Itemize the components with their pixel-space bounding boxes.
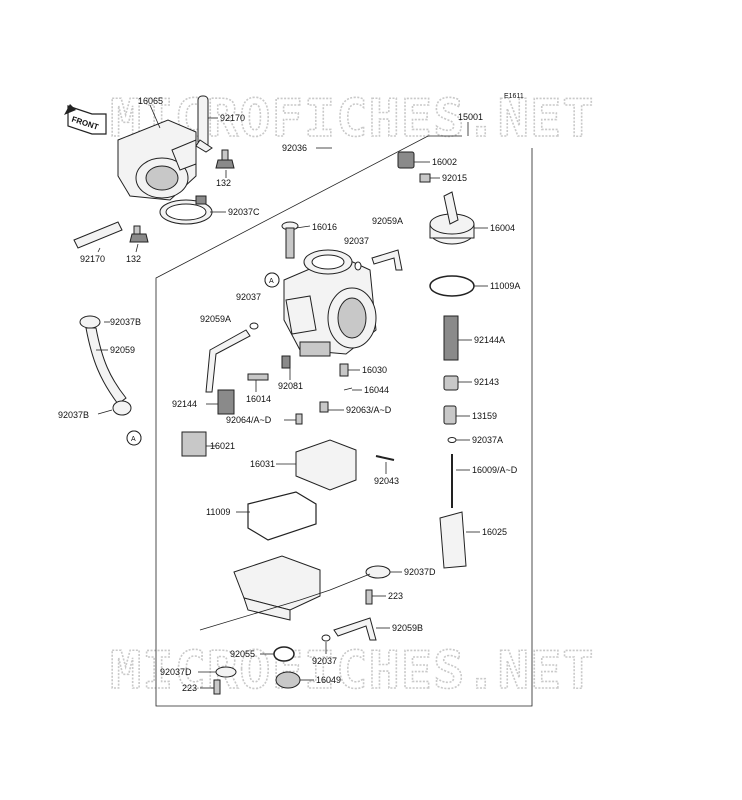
svg-text:A: A: [269, 278, 274, 285]
watermark-bottom: MICROFICHES.NET: [110, 641, 595, 701]
assembly-frame: [155, 135, 533, 707]
clip-92037d-right: [365, 565, 391, 579]
label-92144a: 92144A: [474, 335, 505, 345]
label-92081: 92081: [278, 381, 303, 391]
part-92037-bottom: [321, 634, 331, 642]
label-16002: 16002: [432, 157, 457, 167]
label-92144: 92144: [172, 399, 197, 409]
label-132-bottom: 132: [126, 254, 141, 264]
label-92170-top: 92170: [220, 113, 245, 123]
label-92015: 92015: [442, 173, 467, 183]
label-15001: 15001: [458, 112, 483, 122]
pin-92043: [375, 455, 395, 461]
label-92143: 92143: [474, 377, 499, 387]
bolt-132-top: [215, 149, 235, 169]
label-13159: 13159: [472, 411, 497, 421]
label-16004: 16004: [490, 223, 515, 233]
plug-16049: [275, 671, 301, 689]
callout-a-body: A: [264, 272, 280, 288]
clip-92037a: [447, 437, 457, 443]
part-92015: [419, 173, 431, 183]
label-16009: 16009/A~D: [472, 465, 518, 475]
label-16031: 16031: [250, 459, 275, 469]
label-92037b-bottom: 92037B: [58, 410, 89, 420]
label-92037-a: 92037: [344, 236, 369, 246]
hose-92059: [79, 315, 142, 446]
label-92055: 92055: [230, 649, 255, 659]
part-13159: [443, 405, 457, 425]
spring-16002: [397, 151, 415, 169]
label-92037-c: 92037: [312, 656, 337, 666]
label-92043: 92043: [374, 476, 399, 486]
label-92037c: 92037C: [228, 207, 260, 217]
label-92059b: 92059B: [392, 623, 423, 633]
label-16021: 16021: [210, 441, 235, 451]
gasket-11009: [247, 491, 317, 541]
part-16016: [281, 221, 299, 259]
label-16044: 16044: [364, 385, 389, 395]
label-16065: 16065: [138, 96, 163, 106]
label-16016: 16016: [312, 222, 337, 232]
label-223-right: 223: [388, 591, 403, 601]
clamp-92037c: [159, 195, 213, 225]
label-92059a-left: 92059A: [200, 314, 231, 324]
label-223-left: 223: [182, 683, 197, 693]
label-92037d-right: 92037D: [404, 567, 436, 577]
screw-223-right: [365, 589, 373, 605]
bracket-92170-bottom: [73, 221, 123, 249]
part-92143: [443, 375, 459, 391]
label-92063: 92063/A~D: [346, 405, 392, 415]
label-92036: 92036: [282, 143, 307, 153]
label-11009: 11009: [206, 507, 230, 517]
part-92037-small: [249, 261, 362, 330]
hose-92059a-top: [371, 249, 403, 271]
carburetor-body: [264, 249, 377, 357]
float-16031: [295, 439, 357, 491]
throttle-valve-16025: [439, 511, 467, 569]
bolt-132-bottom: [129, 225, 149, 243]
oring-92055: [273, 646, 295, 662]
diagram-code: E1611: [504, 93, 524, 100]
hose-92059a-left: [205, 329, 251, 393]
label-132-top: 132: [216, 178, 231, 188]
front-arrow-icon: FRONT: [64, 104, 107, 135]
label-92037-b: 92037: [236, 292, 261, 302]
callout-a-hose: A: [126, 430, 142, 446]
spring-92144a: [443, 315, 459, 361]
label-16049: 16049: [316, 675, 341, 685]
label-92037a: 92037A: [472, 435, 503, 445]
float-bowl: [233, 555, 321, 621]
label-16030: 16030: [362, 365, 387, 375]
hose-92059b: [333, 617, 377, 641]
label-92064: 92064/A~D: [226, 415, 272, 425]
label-92059a-top: 92059A: [372, 216, 403, 226]
label-92170-bottom: 92170: [80, 254, 105, 264]
label-92037b-top: 92037B: [110, 317, 141, 327]
cap-16004: [429, 191, 475, 245]
svg-text:A: A: [131, 436, 136, 443]
label-92059: 92059: [110, 345, 135, 355]
label-16025: 16025: [482, 527, 507, 537]
leader-lines: [96, 104, 488, 689]
part-labels: 16065 92170 132 92037C 92170 132 92036 1…: [58, 96, 520, 693]
label-16014: 16014: [246, 394, 271, 404]
bracket-92170-top: [195, 95, 213, 153]
label-11009a: 11009A: [490, 281, 520, 291]
screw-223-left: [213, 679, 221, 695]
oring-11009a: [429, 275, 475, 297]
intake-holder-16065: [117, 119, 197, 201]
clip-92037d-left: [215, 666, 237, 678]
label-92037d-left: 92037D: [160, 667, 192, 677]
jet-group: [181, 355, 353, 457]
